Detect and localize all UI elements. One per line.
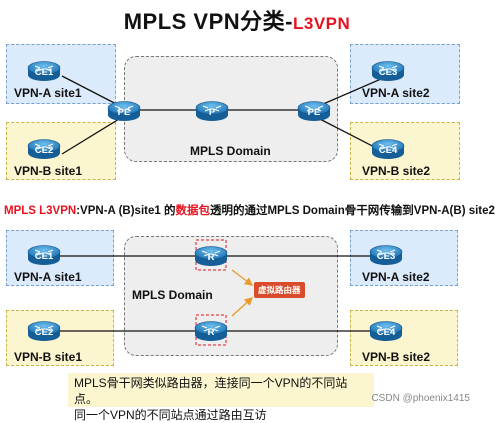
watermark: CSDN @phoenix1415 [371, 393, 470, 404]
router-ce1-bottom-icon: CE1 [27, 245, 61, 265]
router-ce4-top-label: CE4 [379, 145, 398, 156]
router-p-top-label: P [209, 107, 216, 118]
router-r-bottom-bottom-label: R [208, 327, 215, 338]
site-label-vpn-b-site2-bottom: VPN-B site2 [362, 350, 431, 364]
footnote-box: MPLS骨干网类似路由器，连接同一个VPN的不同站点。 同一个VPN的不同站点通… [68, 373, 374, 422]
router-ce4-bottom-label: CE4 [377, 327, 396, 338]
site-label-vpn-a-site1-bottom: VPN-A site1 [14, 270, 82, 284]
site-label-vpn-b-site2-top: VPN-B site2 [362, 164, 431, 178]
link-ce2-pe-top [61, 115, 125, 155]
vr-arrow-top [231, 269, 254, 286]
router-p-top-icon: P [195, 101, 229, 121]
page-title: MPLS VPN分类-L3VPN [0, 4, 474, 36]
site-box-vpn-a-site2-bottom [350, 230, 458, 286]
router-pe-left-top-icon: PE [107, 101, 141, 121]
router-ce3-bottom-label: CE3 [377, 251, 395, 262]
router-r-top-bottom-icon: R [194, 246, 228, 266]
router-ce2-bottom-icon: CE2 [27, 321, 61, 341]
site-box-vpn-b-site2-bottom [350, 310, 458, 366]
router-ce1-bottom-label: CE1 [35, 251, 54, 262]
diagram-canvas: MPLS VPN分类-L3VPN VPN-A site1 VPN-B site1… [0, 4, 495, 422]
router-ce1-top-label: CE1 [35, 67, 54, 78]
title-accent: L3VPN [293, 14, 351, 33]
title-main: MPLS VPN分类- [123, 9, 293, 34]
router-ce1-top-icon: CE1 [27, 61, 61, 81]
domain-label-top: MPLS Domain [190, 144, 271, 158]
router-ce4-top-icon: CE4 [371, 139, 405, 159]
site-box-vpn-b-site1-bottom [6, 310, 114, 366]
router-r-bottom-bottom-icon: R [194, 321, 228, 341]
router-ce3-top-label: CE3 [379, 67, 397, 78]
description-part2: 透明的通过MPLS Domain骨干网传输到VPN-A(B) site2 [209, 205, 495, 217]
description-band: MPLS L3VPN:VPN-A (B)site1 的数据包透明的通过MPLS … [4, 198, 495, 224]
vr-arrow-bottom [231, 297, 254, 317]
footnote-line1: MPLS骨干网类似路由器，连接同一个VPN的不同站点。 [74, 376, 348, 406]
router-ce4-bottom-icon: CE4 [369, 321, 403, 341]
link-ce1-pe-top [61, 75, 125, 109]
router-ce2-top-icon: CE2 [27, 139, 61, 159]
site-label-vpn-b-site1-bottom: VPN-B site1 [14, 350, 83, 364]
bottom-links [44, 255, 384, 332]
router-r-top-bottom-label: R [208, 252, 215, 263]
footnote-line2: 同一个VPN的不同站点通过路由互访 [74, 408, 267, 422]
description-keyword: 数据包 [175, 205, 210, 217]
site-box-vpn-a-site2-top [350, 44, 460, 104]
router-pe-left-top-label: PE [118, 107, 131, 118]
domain-label-bottom: MPLS Domain [132, 288, 213, 302]
router-ce2-top-label: CE2 [35, 145, 53, 156]
site-box-vpn-a-site1-top [6, 44, 116, 104]
router-pe-right-top-icon: PE [297, 101, 331, 121]
site-label-vpn-a-site1-top: VPN-A site1 [14, 86, 82, 100]
description-prefix: MPLS L3VPN [4, 205, 77, 217]
site-label-vpn-b-site1-top: VPN-B site1 [14, 164, 83, 178]
site-label-vpn-a-site2-bottom: VPN-A site2 [362, 270, 430, 284]
link-pe-ce3-top [313, 75, 389, 109]
router-ce2-bottom-label: CE2 [35, 327, 53, 338]
site-box-vpn-b-site2-top [350, 122, 460, 180]
router-ce3-top-icon: CE3 [371, 61, 405, 81]
site-label-vpn-a-site2-top: VPN-A site2 [362, 86, 430, 100]
router-ce3-bottom-icon: CE3 [369, 245, 403, 265]
description-part1: :VPN-A (B)site1 的 [76, 205, 176, 217]
virtual-router-tag: 虚拟路由器 [254, 282, 305, 298]
router-pe-right-top-label: PE [308, 107, 321, 118]
